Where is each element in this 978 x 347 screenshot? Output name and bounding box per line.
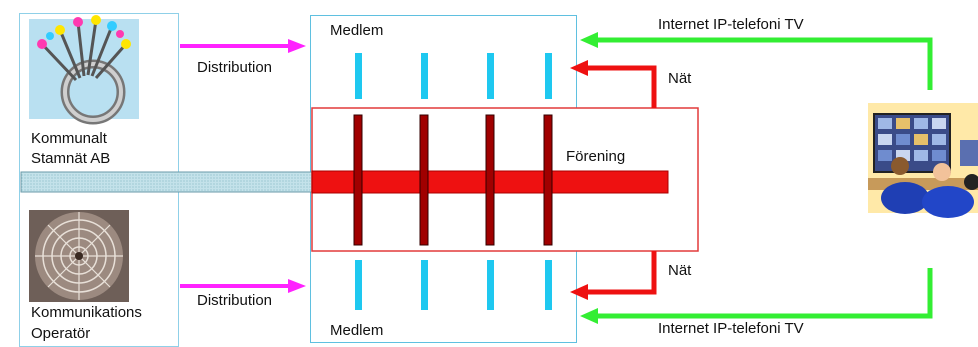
net-arrow-bottom [570, 251, 657, 300]
internet-arrow-top [580, 32, 933, 90]
fiber-optic-icon [29, 15, 139, 125]
people-at-screen-icon [868, 103, 978, 218]
red-bar-4 [543, 114, 553, 246]
internet-label-bottom: Internet IP-telefoni TV [658, 320, 804, 337]
company-label-line1: Kommunalt [31, 130, 107, 147]
net-label-bottom: Nät [668, 262, 692, 279]
net-arrow-top [570, 60, 657, 108]
red-bar-1 [353, 114, 363, 246]
dark-red-bars [353, 114, 553, 246]
red-bar-2 [419, 114, 429, 246]
distribution-arrow-top [180, 39, 306, 53]
internet-arrow-bottom [580, 268, 933, 324]
internet-label-top: Internet IP-telefoni TV [658, 16, 804, 33]
distribution-arrow-bottom [180, 279, 306, 293]
member-bars-top [355, 53, 552, 99]
member-bar-bottom-3 [487, 260, 494, 310]
member-bar-bottom-4 [545, 260, 552, 310]
association-label: Förening [566, 148, 626, 165]
distribution-label-bottom: Distribution [197, 292, 273, 309]
distribution-label-top: Distribution [197, 59, 273, 76]
member-label-top: Medlem [330, 22, 384, 39]
net-label-top: Nät [668, 70, 692, 87]
red-bar-3 [485, 114, 495, 246]
member-bars-bottom [355, 260, 552, 310]
company-label-line2: Stamnät AB [31, 150, 111, 167]
member-bar-top-3 [487, 53, 494, 99]
operator-label-line1: Kommunikations [31, 304, 142, 321]
network-web-icon [29, 210, 129, 302]
member-bar-top-4 [545, 53, 552, 99]
member-label-bottom: Medlem [330, 322, 384, 339]
member-bar-bottom-1 [355, 260, 362, 310]
member-bar-top-1 [355, 53, 362, 99]
member-bar-top-2 [421, 53, 428, 99]
member-bar-bottom-2 [421, 260, 428, 310]
operator-label-line2: Operatör [31, 325, 91, 342]
backbone-pipe [20, 171, 314, 193]
